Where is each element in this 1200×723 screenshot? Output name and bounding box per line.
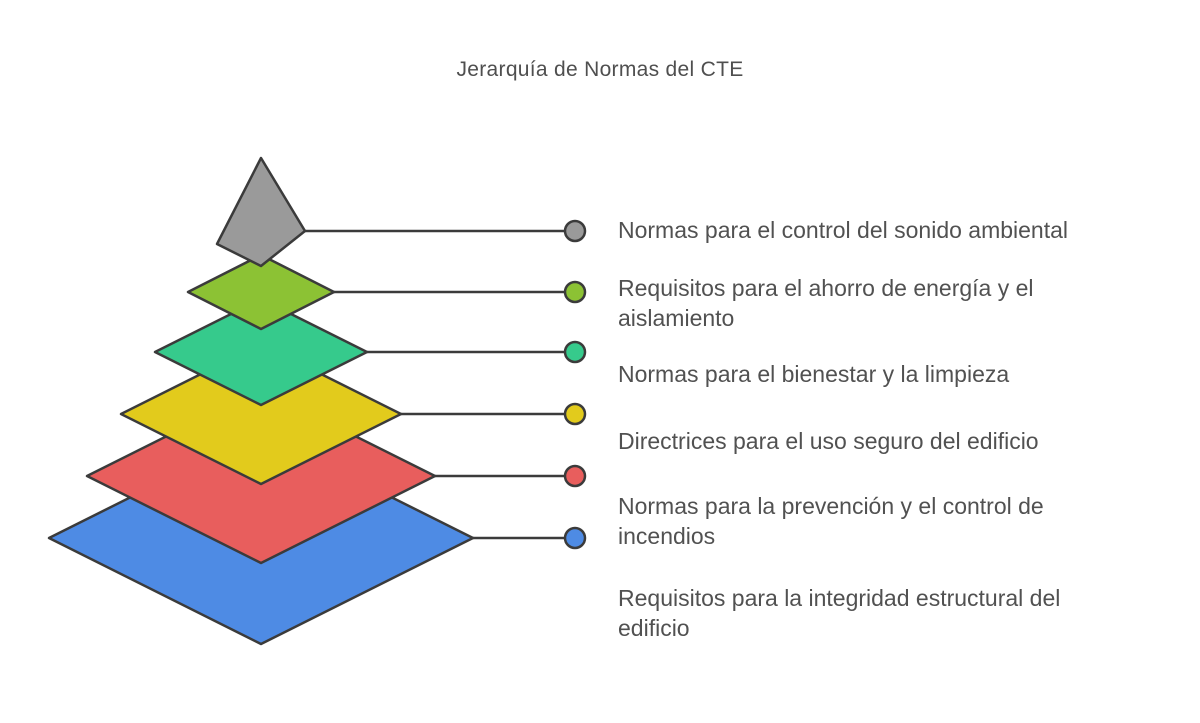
pyramid-level-4-shape <box>119 342 403 486</box>
connector-dot-level-1 <box>563 219 587 243</box>
connector-dot-level-2 <box>563 280 587 304</box>
diagram-title: Jerarquía de Normas del CTE <box>456 58 744 81</box>
level-label: Normas para la prevención y el control d… <box>618 493 1044 549</box>
pyramid-level-2-shape <box>186 253 336 331</box>
pyramid-level-3-shape <box>153 297 369 407</box>
level-label: Requisitos para el ahorro de energía y e… <box>618 275 1034 331</box>
connector-dot-level-5 <box>563 464 587 488</box>
level-label: Normas para el control del sonido ambien… <box>618 217 1069 243</box>
level-label: Directrices para el uso seguro del edifi… <box>618 428 1039 454</box>
level-label: Normas para el bienestar y la limpieza <box>618 361 1010 387</box>
connector-dot-level-4 <box>563 402 587 426</box>
level-label: Requisitos para la integridad estructura… <box>618 585 1061 641</box>
pyramid-level-1-shape <box>215 156 307 268</box>
connector-dot-level-6 <box>563 526 587 550</box>
connector-dot-level-3 <box>563 340 587 364</box>
